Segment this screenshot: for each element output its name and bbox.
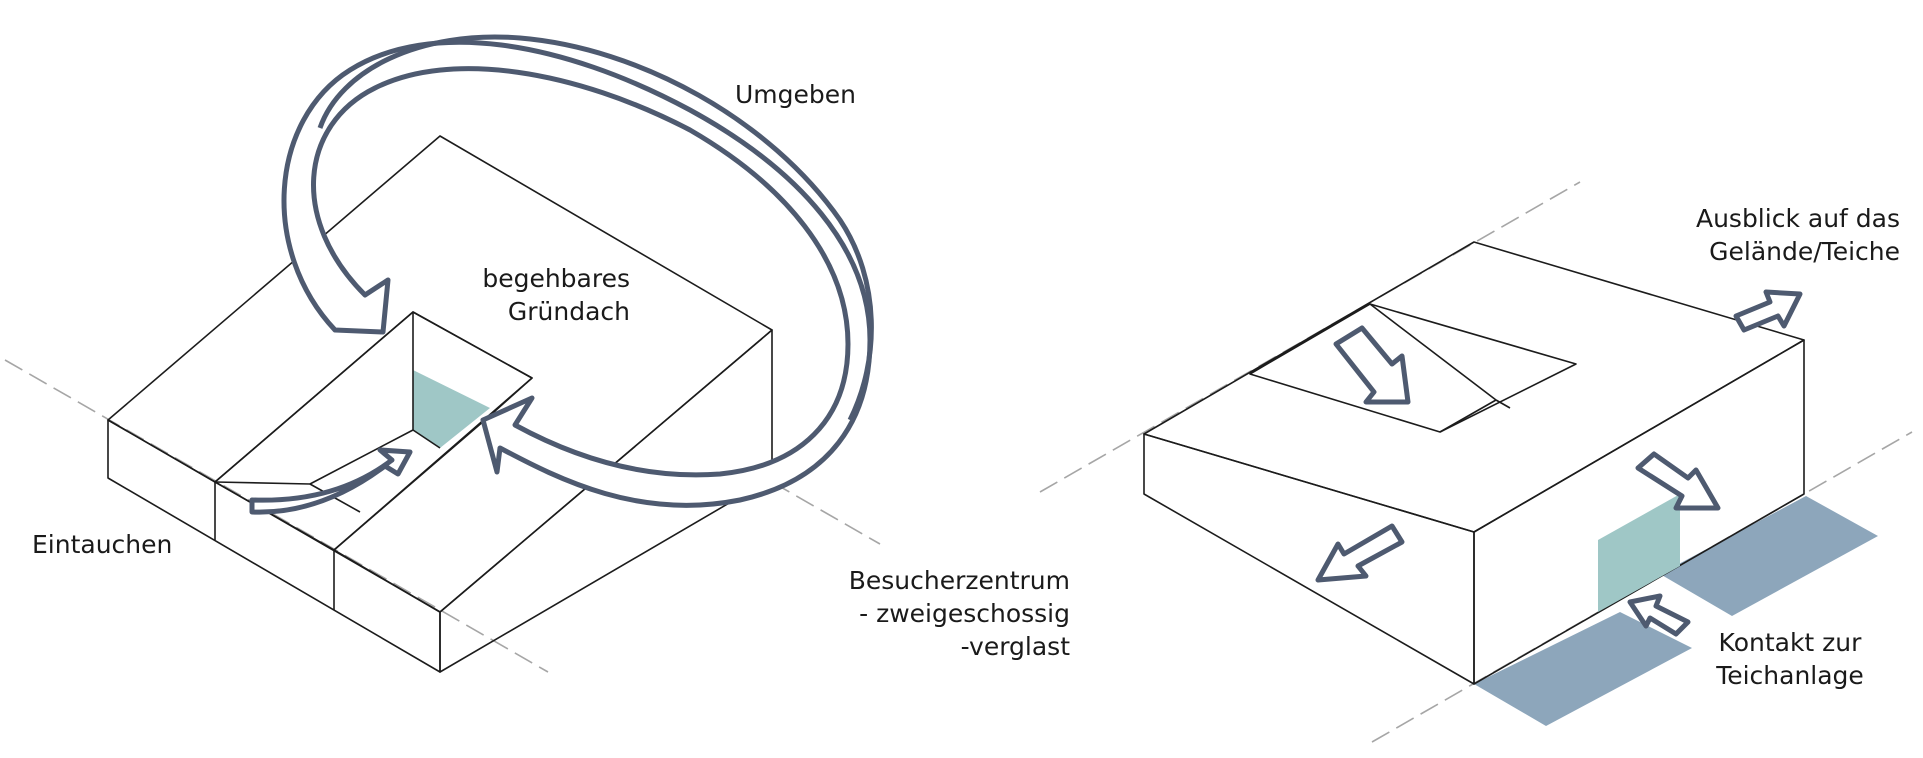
label-besucherzentrum-2: - zweigeschossig	[859, 599, 1070, 628]
right-front-wall	[1143, 433, 1475, 685]
label-kontakt: Kontakt zur Teichanlage	[1690, 626, 1890, 692]
label-kontakt-2: Teichanlage	[1716, 661, 1864, 690]
courtyard-edge-5	[412, 429, 441, 449]
front-out-arrow-icon	[1315, 523, 1405, 583]
left-axis-line-2	[771, 481, 881, 545]
side-out-arrow-icon	[1635, 451, 1721, 511]
courtyard-edge-3	[214, 481, 311, 485]
pond-left	[1474, 612, 1692, 726]
label-gruendach: Gründach	[507, 297, 630, 326]
label-besucherzentrum: Besucherzentrum - zweigeschossig -vergla…	[830, 564, 1070, 663]
right-building	[1039, 181, 1913, 743]
left-axis-line	[4, 359, 549, 673]
label-ausblick-2: Gelände/Teiche	[1709, 237, 1900, 266]
courtyard-edge-2	[309, 429, 414, 485]
label-begehbares-gruendach: begehbares Gründach	[470, 262, 630, 328]
kontakt-arrow-icon	[1627, 593, 1691, 637]
left-courtyard-floor	[214, 311, 533, 551]
label-ausblick-1: Ausblick auf das	[1695, 204, 1900, 233]
left-building	[4, 34, 881, 673]
right-courtyard-edge-1	[1369, 303, 1497, 401]
eintauchen-arrow-icon	[249, 447, 413, 515]
left-green-roof	[107, 135, 773, 613]
right-courtyard-edge-3	[1495, 399, 1511, 409]
label-besucherzentrum-3: -verglast	[960, 632, 1070, 661]
label-ausblick: Ausblick auf das Gelände/Teiche	[1680, 202, 1900, 268]
right-glazing	[1598, 494, 1680, 612]
label-besucherzentrum-1: Besucherzentrum	[848, 566, 1070, 595]
umgeben-loop-icon	[317, 34, 874, 422]
roof-entry-arrow-icon	[1333, 325, 1411, 405]
label-kontakt-1: Kontakt zur	[1718, 628, 1862, 657]
right-courtyard-edge-2	[1439, 399, 1497, 433]
pond-right	[1660, 496, 1878, 616]
label-begehbares: begehbares	[482, 264, 630, 293]
ausblick-arrow-icon	[1733, 289, 1803, 333]
left-glazing	[413, 370, 490, 448]
label-eintauchen: Eintauchen	[32, 530, 173, 559]
label-umgeben: Umgeben	[735, 80, 856, 109]
